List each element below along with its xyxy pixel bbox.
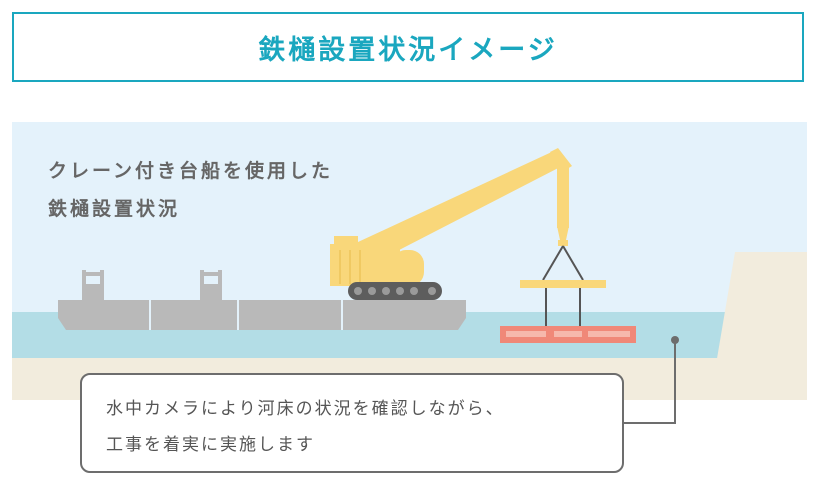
crane-cab-top (334, 236, 358, 246)
barge-post-tops (82, 270, 222, 280)
barge-post-inner (86, 276, 218, 284)
crawler-track (348, 282, 442, 300)
barge-seams (149, 300, 343, 330)
crane-hook-block (557, 226, 569, 240)
crane-boom (350, 150, 566, 264)
callout-dot (671, 336, 679, 344)
river-bank (710, 252, 807, 400)
crane-cab-front (392, 250, 424, 286)
crane-cab (330, 244, 400, 286)
callout-leader (624, 340, 676, 424)
barge-hull (58, 300, 466, 330)
crane-cab-lines (339, 250, 361, 284)
title-box: 鉄樋設置状況イメージ (12, 12, 804, 82)
note-line-1: 水中カメラにより河床の状況を確認しながら、 (106, 399, 505, 419)
crane-mast (557, 166, 569, 228)
note-line-2: 工事を着実に実施します (106, 435, 315, 455)
spreader-beam (520, 280, 606, 288)
crane (330, 148, 572, 286)
caption-line-2: 鉄樋設置状況 (48, 198, 181, 220)
steel-gutter (500, 326, 636, 343)
caption-line-1: クレーン付き台船を使用した (48, 160, 334, 182)
callout-note: 水中カメラにより河床の状況を確認しながら、 工事を着実に実施します (80, 373, 624, 473)
page-title: 鉄樋設置状況イメージ (258, 34, 558, 66)
scene-caption: クレーン付き台船を使用した 鉄樋設置状況 (48, 152, 333, 228)
rigging-cables (542, 245, 584, 327)
crane-hook (558, 240, 568, 246)
